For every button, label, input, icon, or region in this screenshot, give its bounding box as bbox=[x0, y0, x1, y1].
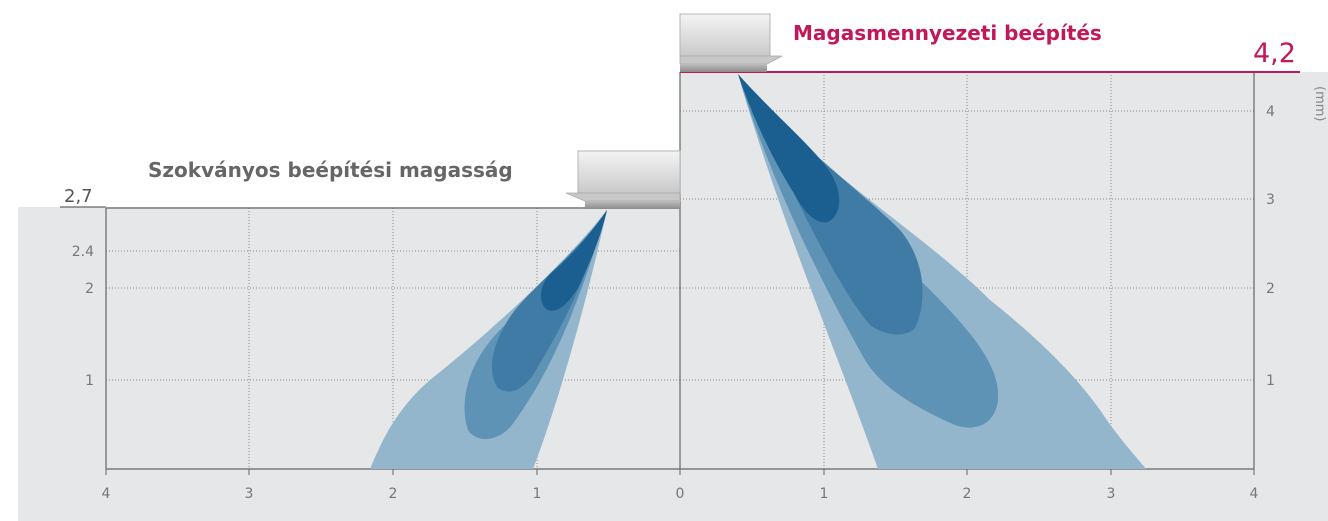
high-x-tick: 2 bbox=[963, 486, 972, 502]
std-flow-outer bbox=[370, 210, 607, 469]
std-x-tick: 1 bbox=[533, 486, 542, 502]
high-x-tick: 1 bbox=[820, 486, 829, 502]
std-y-tick: 2 bbox=[85, 281, 94, 297]
high-indoor-unit bbox=[679, 13, 783, 72]
standard-indoor-unit bbox=[565, 150, 681, 209]
high-flow-core bbox=[738, 74, 840, 223]
high-x-tick: 3 bbox=[1107, 486, 1116, 502]
std-flow-core bbox=[540, 210, 607, 311]
std-x-tick: 4 bbox=[102, 486, 111, 502]
standard-install-title: Szokványos beépítési magasság bbox=[148, 158, 513, 182]
std-x-tick: 0 bbox=[676, 486, 685, 502]
high-y-tick: 3 bbox=[1266, 192, 1275, 208]
high-airflow-plume bbox=[738, 74, 1146, 469]
high-y-tick: 1 bbox=[1266, 373, 1275, 389]
std-y-tick: 2.4 bbox=[72, 244, 94, 260]
high-x-tick: 4 bbox=[1250, 486, 1259, 502]
std-y-tick: 1 bbox=[85, 373, 94, 389]
high-y-tick: 4 bbox=[1266, 104, 1275, 120]
high-y-tick: 2 bbox=[1266, 281, 1275, 297]
high-flow-outer bbox=[738, 74, 1146, 469]
standard-airflow-plume bbox=[370, 210, 607, 469]
std-x-tick: 3 bbox=[245, 486, 254, 502]
unit-label: (mm) bbox=[1312, 86, 1327, 121]
high-height-label: 4,2 bbox=[1253, 38, 1296, 69]
tick-marks bbox=[105, 469, 1255, 475]
std-x-tick: 2 bbox=[389, 486, 398, 502]
panel-background bbox=[18, 207, 1328, 521]
high-ceiling-install-title: Magasmennyezeti beépítés bbox=[793, 21, 1102, 45]
standard-height-label: 2,7 bbox=[64, 186, 93, 207]
